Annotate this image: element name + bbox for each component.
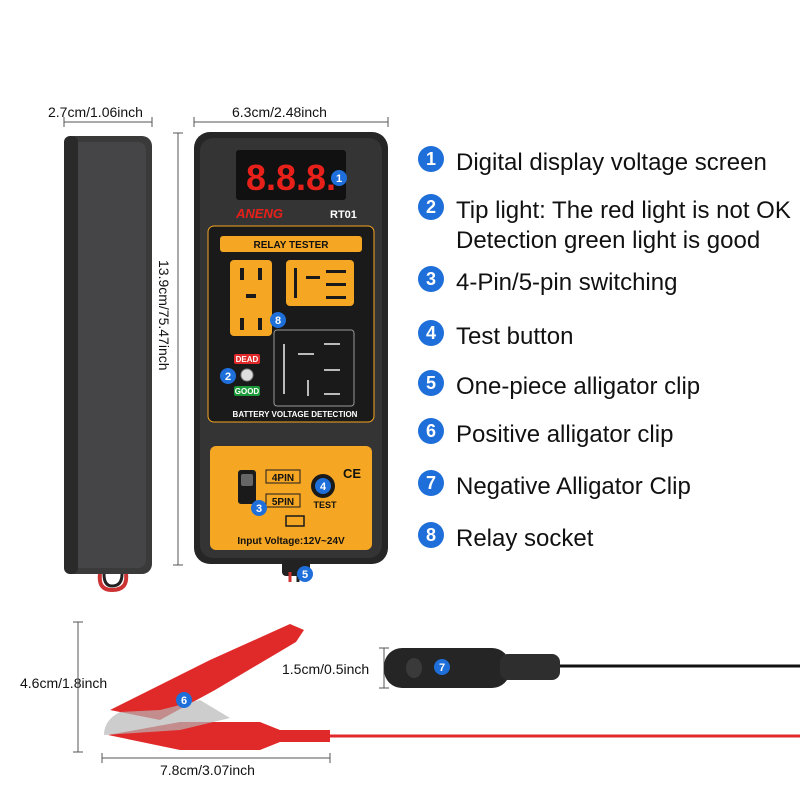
feature-2: 2 Tip light: The red light is not OK (418, 193, 791, 229)
clip-height-label: 4.6cm/1.8inch (20, 675, 108, 691)
feature-number: 4 (418, 320, 444, 346)
feature-7: 7 Negative Alligator Clip (418, 469, 691, 505)
dimension-lines (63, 117, 389, 763)
feature-text: Detection green light is good (456, 227, 761, 254)
callout-1: 1 (336, 173, 342, 185)
feature-text: One-piece alligator clip (456, 373, 701, 400)
image-callouts: 1 2 3 4 5 6 7 8 (176, 170, 450, 708)
callout-2: 2 (225, 371, 231, 383)
feature-8: 8 Relay socket (418, 521, 593, 557)
side-width-label: 2.7cm/1.06inch (48, 104, 143, 120)
callout-5: 5 (302, 569, 308, 581)
feature-number: 2 (418, 194, 444, 220)
ce-mark: CE (343, 466, 361, 481)
good-label: GOOD (235, 387, 260, 396)
feature-5: 5 One-piece alligator clip (418, 369, 700, 405)
input-voltage-label: Input Voltage:12V~24V (237, 536, 345, 547)
feature-2-continued: Detection green light is good (456, 223, 760, 259)
device-front: 8.8.8. ANENG RT01 RELAY TESTER (194, 132, 388, 582)
model-label: RT01 (330, 209, 357, 221)
feature-number: 3 (418, 266, 444, 292)
pin4-label: 4PIN (272, 473, 294, 484)
feature-text: Tip light: The red light is not OK (456, 197, 791, 224)
feature-text: Test button (456, 323, 574, 350)
test-label: TEST (313, 500, 337, 510)
feature-number: 5 (418, 370, 444, 396)
clip-length-label: 7.8cm/3.07inch (160, 762, 255, 778)
callout-7: 7 (439, 662, 445, 674)
callout-3: 3 (256, 503, 262, 515)
callout-8: 8 (275, 315, 281, 327)
dead-label: DEAD (236, 355, 259, 364)
device-width-label: 6.3cm/2.48inch (232, 104, 327, 120)
battery-icon (285, 515, 305, 527)
alligator-clips (104, 624, 800, 750)
feature-text: Negative Alligator Clip (456, 473, 691, 500)
pin5-label: 5PIN (272, 497, 294, 508)
device-side-view (64, 136, 152, 593)
feature-text: Digital display voltage screen (456, 149, 767, 176)
relay-tester-title: RELAY TESTER (253, 240, 329, 251)
feature-6: 6 Positive alligator clip (418, 417, 673, 453)
clip-thickness-label: 1.5cm/0.5inch (282, 661, 370, 677)
feature-number: 7 (418, 470, 444, 496)
feature-4: 4 Test button (418, 319, 573, 355)
callout-6: 6 (181, 695, 187, 707)
feature-number: 1 (418, 146, 444, 172)
battery-label: BATTERY VOLTAGE DETECTION (233, 410, 358, 419)
digital-display: 8.8.8. (246, 157, 336, 198)
feature-number: 8 (418, 522, 444, 548)
feature-text: Positive alligator clip (456, 421, 674, 448)
feature-1: 1 Digital display voltage screen (418, 145, 767, 181)
feature-number: 6 (418, 418, 444, 444)
brand-logo: ANENG (235, 206, 283, 221)
feature-text: Relay socket (456, 525, 594, 552)
feature-3: 3 4-Pin/5-pin switching (418, 265, 677, 301)
feature-text: 4-Pin/5-pin switching (456, 269, 678, 296)
callout-4: 4 (320, 481, 327, 493)
